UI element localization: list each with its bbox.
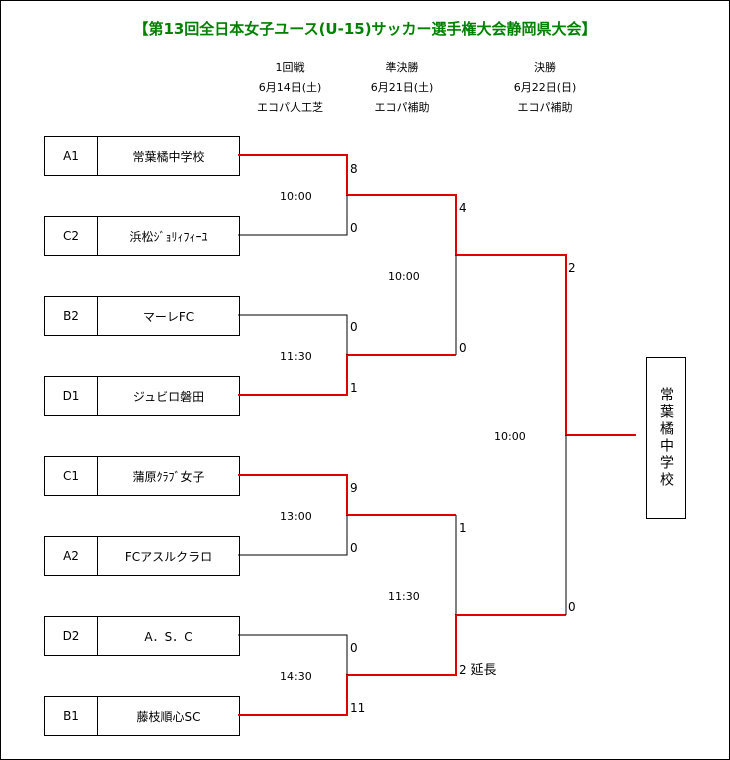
round-name: 準決勝 bbox=[385, 61, 419, 74]
round-date: 6月22日(日) bbox=[513, 81, 577, 94]
team-seed: A2 bbox=[45, 537, 98, 575]
winner-line bbox=[238, 154, 636, 436]
team-seed: A1 bbox=[45, 137, 98, 175]
score: 0 bbox=[350, 641, 358, 655]
score: 0 bbox=[350, 320, 358, 334]
match-time: 10:00 bbox=[388, 270, 420, 283]
team-seed: D1 bbox=[45, 377, 98, 415]
team-seed: D2 bbox=[45, 617, 98, 655]
match-time: 10:00 bbox=[280, 190, 312, 203]
winner-line bbox=[238, 474, 456, 516]
round-venue: エコパ補助 bbox=[374, 101, 430, 114]
team-name: ジュビロ磐田 bbox=[132, 389, 205, 404]
team-name: 蒲原ｸﾗﾌﾞ女子 bbox=[132, 469, 205, 484]
round-header-final: 決勝 6月22日(日) エコパ補助 bbox=[485, 58, 605, 118]
score: 0 bbox=[350, 541, 358, 555]
team-box: C2 浜松ｼﾞｮﾘｨﾌｨｰﾕ bbox=[44, 216, 240, 256]
extra-time-note: 延長 bbox=[470, 663, 497, 678]
score: 9 bbox=[350, 481, 358, 495]
match-time: 11:30 bbox=[388, 590, 420, 603]
team-seed: C2 bbox=[45, 217, 98, 255]
winner-paths bbox=[238, 154, 636, 716]
score: 0 bbox=[350, 221, 358, 235]
team-seed: B1 bbox=[45, 697, 98, 735]
score: 11 bbox=[350, 701, 366, 715]
round-name: 決勝 bbox=[534, 61, 556, 74]
round-header-semifinal: 準決勝 6月21日(土) エコパ補助 bbox=[342, 58, 462, 118]
team-box: B2 マーレFC bbox=[44, 296, 240, 336]
team-name: 浜松ｼﾞｮﾘｨﾌｨｰﾕ bbox=[129, 229, 208, 244]
round-date: 6月21日(土) bbox=[370, 81, 434, 94]
team-name: 常葉橘中学校 bbox=[132, 149, 205, 164]
match-time: 13:00 bbox=[280, 510, 312, 523]
loser-line bbox=[238, 314, 348, 355]
score: 8 bbox=[350, 162, 358, 176]
round-date: 6月14日(土) bbox=[258, 81, 322, 94]
match-time: 14:30 bbox=[280, 670, 312, 683]
score: 0 bbox=[568, 600, 576, 614]
team-box: C1 蒲原ｸﾗﾌﾞ女子 bbox=[44, 456, 240, 496]
score: 4 bbox=[459, 201, 467, 215]
winner-line bbox=[238, 354, 456, 396]
score: 1 bbox=[350, 381, 358, 395]
loser-line bbox=[238, 515, 348, 556]
team-box: A2 FCアスルクラロ bbox=[44, 536, 240, 576]
team-name: マーレFC bbox=[142, 309, 195, 324]
round-venue: エコパ補助 bbox=[517, 101, 573, 114]
team-seed: B2 bbox=[45, 297, 98, 335]
loser-paths bbox=[238, 195, 567, 675]
team-name: A．S．C bbox=[144, 629, 193, 644]
team-seed: C1 bbox=[45, 457, 98, 495]
team-box: B1 藤枝順心SC bbox=[44, 696, 240, 736]
score-with-note: 2 延長 bbox=[459, 659, 496, 678]
winner-line bbox=[238, 614, 566, 716]
match-time: 11:30 bbox=[280, 350, 312, 363]
loser-line bbox=[238, 634, 348, 675]
page-title: 【第13回全日本女子ユース(U-15)サッカー選手権大会静岡県大会】 bbox=[133, 20, 597, 38]
score: 1 bbox=[459, 521, 467, 535]
round-venue: エコパ人工芝 bbox=[257, 101, 323, 114]
score: 2 bbox=[459, 663, 467, 677]
round-header-first: 1回戦 6月14日(土) エコパ人工芝 bbox=[230, 58, 350, 118]
team-box: D2 A．S．C bbox=[44, 616, 240, 656]
team-name: 藤枝順心SC bbox=[136, 709, 201, 724]
match-time: 10:00 bbox=[494, 430, 526, 443]
team-name: FCアスルクラロ bbox=[124, 549, 213, 564]
score: 0 bbox=[459, 341, 467, 355]
round-name: 1回戦 bbox=[275, 61, 305, 74]
loser-line bbox=[238, 195, 348, 236]
champion-box: 常葉橘中学校 bbox=[646, 357, 686, 519]
score: 2 bbox=[568, 261, 576, 275]
